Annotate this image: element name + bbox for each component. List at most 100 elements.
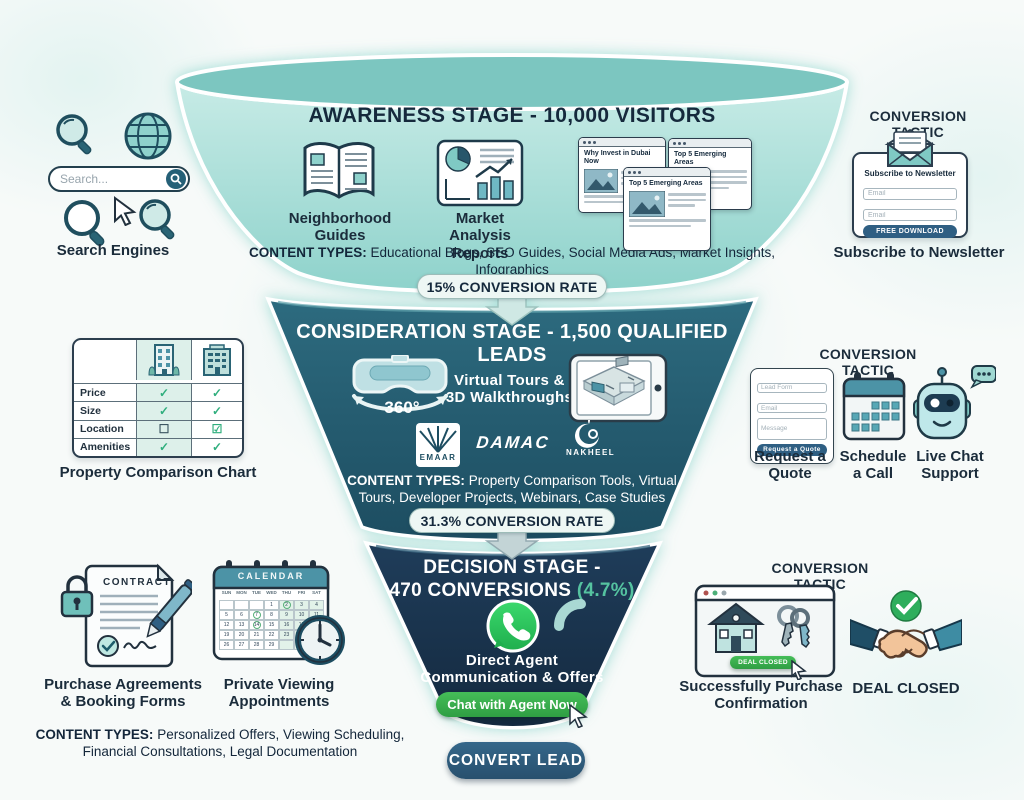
lead-form-card: Request a Quote xyxy=(750,368,834,464)
vr-headset-icon xyxy=(352,355,448,394)
search-input[interactable] xyxy=(50,172,166,186)
cursor-icon xyxy=(791,660,807,680)
globe-icon xyxy=(124,112,172,160)
consideration-content-types: CONTENT TYPES: Property Comparison Tools… xyxy=(347,473,677,506)
clock-icon xyxy=(295,615,345,665)
magnifier-icon xyxy=(139,199,175,240)
comparison-row-name: Location xyxy=(80,423,124,436)
phone-handset-icon xyxy=(554,599,586,631)
property-comparison-label: Property Comparison Chart xyxy=(59,464,257,481)
virtual-tours-label-line1: Virtual Tours & xyxy=(454,372,565,389)
purchase-agreements-label: Purchase Agreements & Booking Forms xyxy=(44,676,202,711)
nakheel-crescent-icon xyxy=(575,420,599,448)
newsletter-card-title: Subscribe to Newsletter xyxy=(864,169,956,178)
cursor-icon xyxy=(114,196,137,226)
market-analysis-label: Market Analysis Reports xyxy=(449,210,511,262)
comparison-row-name: Size xyxy=(80,404,102,417)
vr-360-label: 360° xyxy=(384,398,420,417)
convert-lead-button[interactable]: CONVERT LEAD xyxy=(447,742,585,779)
lead-email-input[interactable] xyxy=(757,403,827,413)
envelope-icon xyxy=(884,128,936,167)
emaar-logo: EMAAR xyxy=(416,423,460,467)
damac-logo: DAMAC xyxy=(475,433,551,452)
chat-with-agent-button[interactable]: Chat with Agent Now xyxy=(436,692,588,717)
direct-agent-line1: Direct Agent xyxy=(465,652,559,669)
private-viewing-label: Private Viewing Appointments xyxy=(223,676,335,711)
contract-title-svg-text: CONTRACT xyxy=(103,577,171,588)
comparison-row-name: Amenities xyxy=(80,441,131,454)
free-download-button[interactable]: FREE DOWNLOAD xyxy=(863,225,957,238)
contract-document-icon: CONTRACT xyxy=(60,563,192,668)
checkbox-empty-icon[interactable]: ☐ xyxy=(158,422,170,437)
handshake-icon xyxy=(850,590,962,659)
search-bar xyxy=(48,166,190,192)
calendar-title: CALENDAR xyxy=(237,571,305,581)
nakheel-logo-text: NAKHEEL xyxy=(566,448,616,457)
browser-dots xyxy=(579,138,665,147)
blog-card-title: Top 5 Emerging Areas xyxy=(629,180,703,187)
building-icon xyxy=(191,340,242,380)
request-quote-button[interactable]: Request a Quote xyxy=(757,443,827,456)
request-quote-label: Request a Quote xyxy=(754,448,826,483)
search-icon xyxy=(170,173,182,185)
decision-stage-title-line2: 470 CONVERSIONS (4.7%) xyxy=(389,580,635,602)
property-comparison-card: Price ✓ ✓ Size ✓ ✓ Location ☐ ☑ Amenitie… xyxy=(72,338,244,458)
building-icon xyxy=(136,340,191,380)
image-placeholder-icon xyxy=(584,169,618,194)
magnifier-icon xyxy=(56,114,92,155)
neighborhood-guides-label: Neighborhood Guides xyxy=(288,210,392,245)
calendar-icon xyxy=(842,372,906,441)
image-placeholder-icon xyxy=(629,191,665,218)
purchase-confirmation-label: Successfully Purchase Confirmation xyxy=(679,678,843,713)
decision-stage-title-line1: DECISION STAGE - xyxy=(423,557,601,578)
decision-percent: (4.7%) xyxy=(576,580,635,602)
emaar-rays-icon xyxy=(419,426,457,453)
funnel-rim xyxy=(175,53,849,111)
open-book-icon xyxy=(303,142,375,199)
nakheel-logo: NAKHEEL xyxy=(566,420,616,457)
rotation-arrow-icon xyxy=(352,394,448,412)
deal-closed-button[interactable]: DEAL CLOSED xyxy=(730,656,796,669)
emaar-logo-text: EMAAR xyxy=(419,453,457,462)
direct-agent-line2: Communication & Offers xyxy=(420,669,604,686)
conversion-rate-badge-2: 31.3% CONVERSION RATE xyxy=(409,508,615,533)
check-icon: ✓ xyxy=(211,385,223,400)
search-engines-label: Search Engines xyxy=(56,242,170,259)
checkbox-checked-icon[interactable]: ☑ xyxy=(211,422,223,437)
tablet-3d-walkthrough-icon xyxy=(568,353,668,423)
conversion-rate-badge-1: 15% CONVERSION RATE xyxy=(417,274,607,299)
lead-message-input[interactable] xyxy=(757,417,827,440)
deal-closed-label: DEAL CLOSED xyxy=(852,680,960,697)
comparison-row-name: Price xyxy=(80,386,106,399)
check-icon: ✓ xyxy=(158,403,170,418)
subscribe-newsletter-label: Subscribe to Newsletter xyxy=(833,244,1005,261)
check-icon: ✓ xyxy=(158,385,170,400)
magnifier-icon xyxy=(64,200,105,247)
whatsapp-icon xyxy=(486,599,540,653)
search-button[interactable] xyxy=(166,169,186,189)
check-icon: ✓ xyxy=(211,440,223,455)
newsletter-email-input-1[interactable] xyxy=(863,187,957,200)
browser-dots xyxy=(669,139,751,148)
blog-card-title: Why Invest in Dubai Now xyxy=(584,150,651,166)
blog-card-top5-front: Top 5 Emerging Areas xyxy=(623,167,711,251)
check-icon: ✓ xyxy=(158,440,170,455)
market-analysis-icon xyxy=(436,139,524,207)
live-chat-label: Live Chat Support xyxy=(916,448,984,483)
blog-card-title: Top 5 Emerging Areas xyxy=(674,151,727,167)
decision-content-types: CONTENT TYPES: Personalized Offers, View… xyxy=(35,727,405,760)
newsletter-email-input-2[interactable] xyxy=(863,209,957,221)
browser-dots xyxy=(624,168,710,177)
virtual-tours-label-line2: 3D Walkthroughs xyxy=(445,389,574,406)
purchase-confirmation-window: DEAL CLOSED xyxy=(694,584,836,680)
cursor-icon xyxy=(569,704,588,728)
check-icon: ✓ xyxy=(211,403,223,418)
awareness-stage-title: AWARENESS STAGE - 10,000 VISITORS xyxy=(308,104,716,127)
awareness-content-types: CONTENT TYPES: Educational Blogs, SEO Gu… xyxy=(249,245,775,278)
schedule-call-label: Schedule a Call xyxy=(839,448,907,483)
lead-form-input[interactable] xyxy=(757,382,827,393)
consideration-stage-title: CONSIDERATION STAGE - 1,500 QUALIFIED LE… xyxy=(296,321,728,366)
